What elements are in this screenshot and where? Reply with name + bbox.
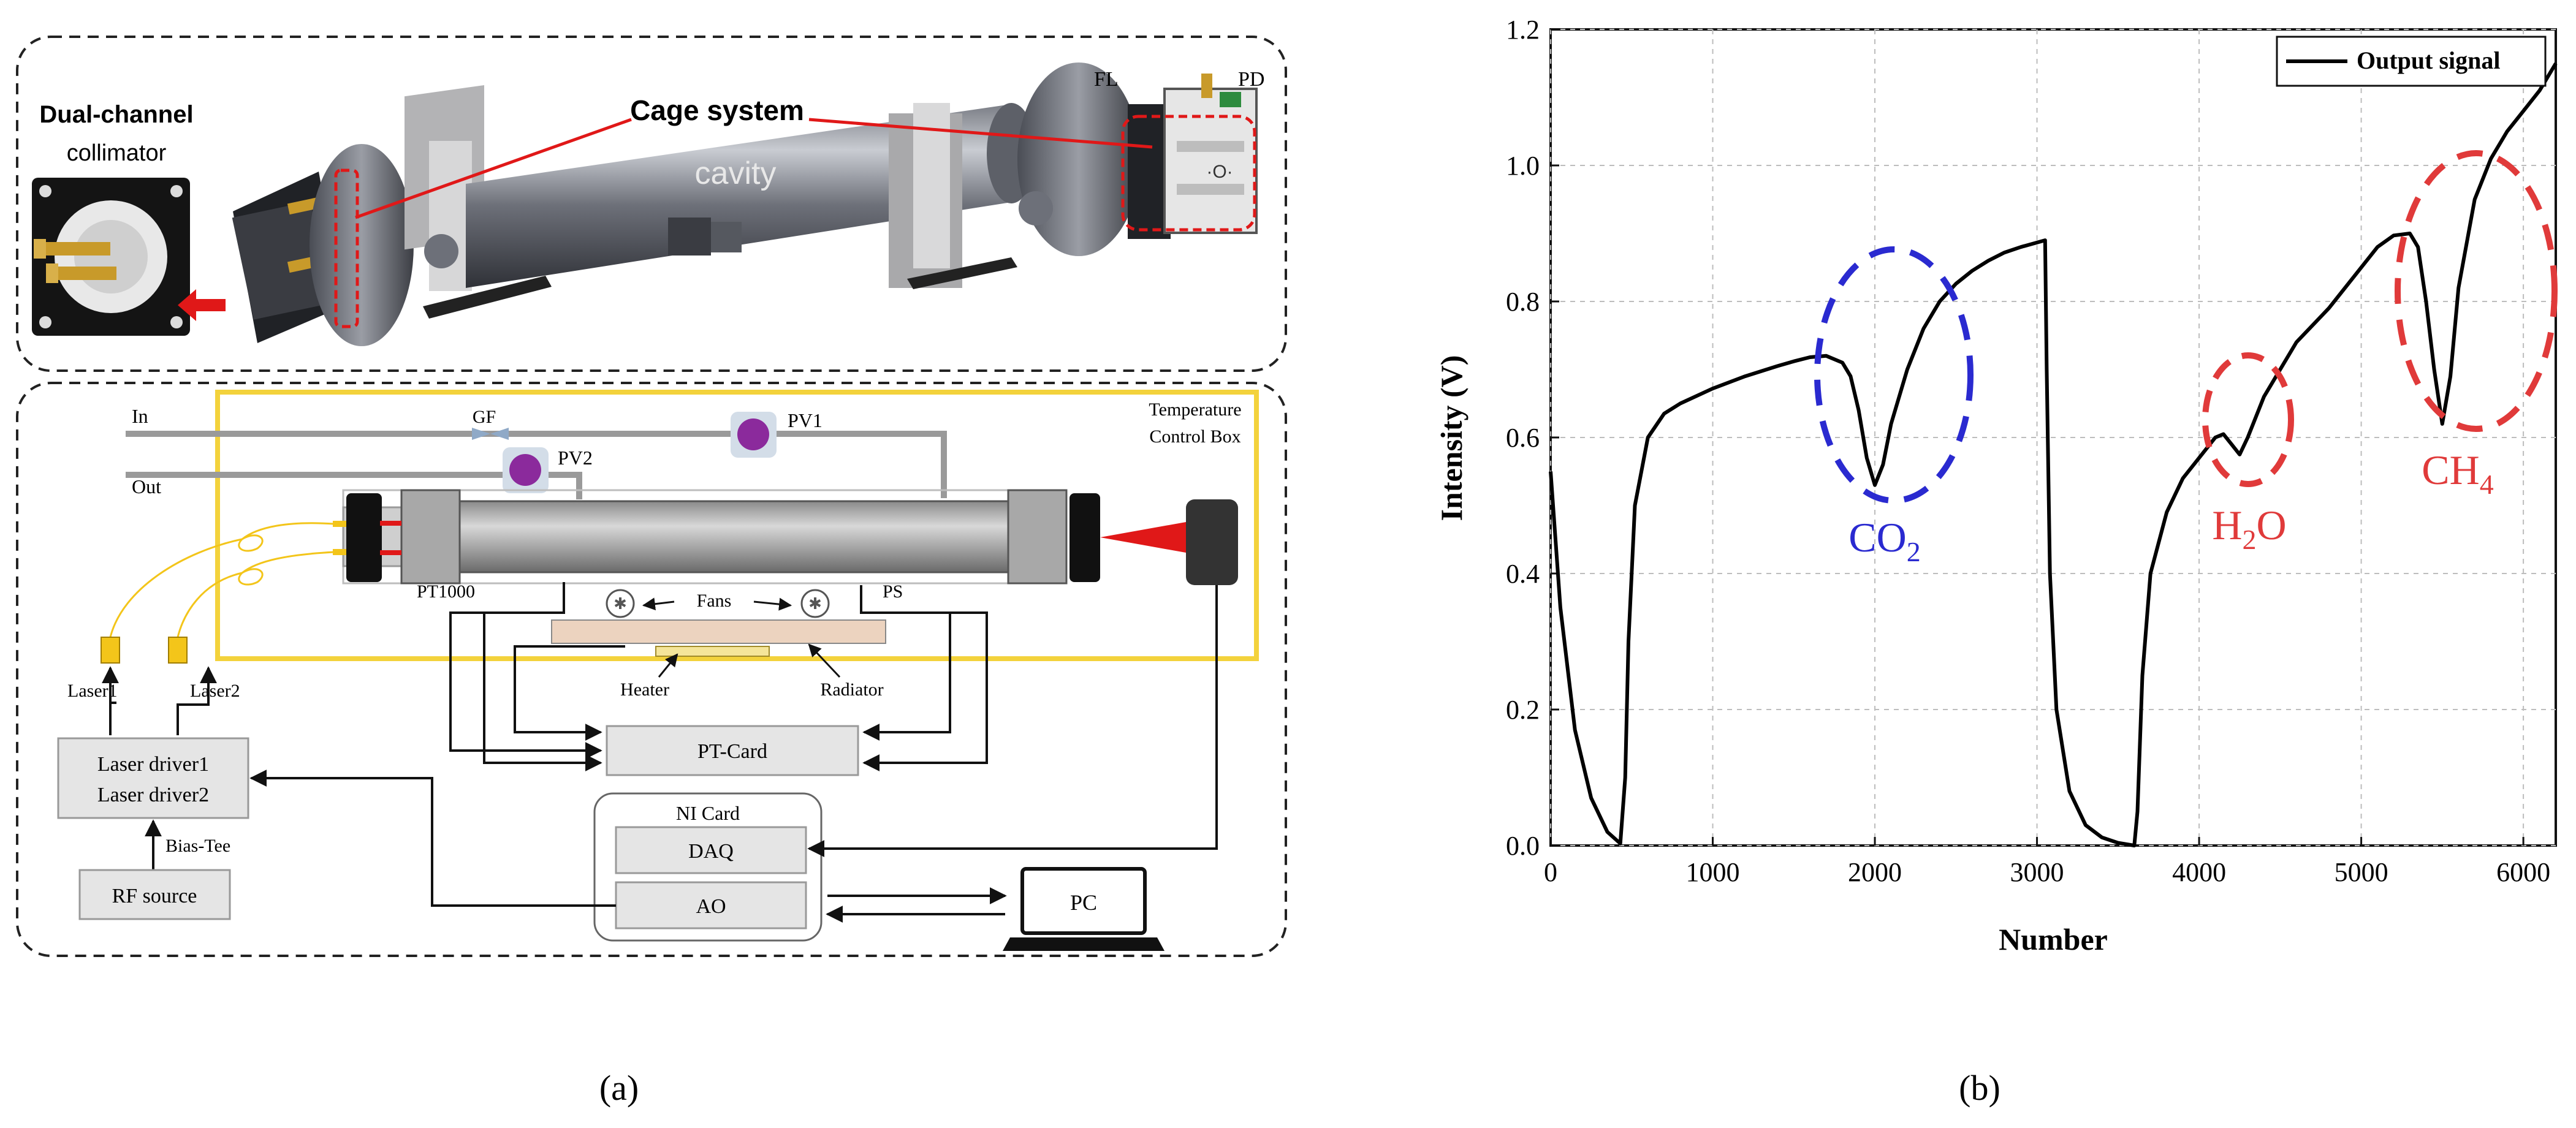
pv1-label: PV1 [788,409,823,431]
x-tick-label: 0 [1544,857,1557,887]
collimator-block [346,493,382,582]
y-tick-label: 0.4 [1506,559,1540,589]
svg-text:·O·: ·O· [1206,162,1233,182]
rf-source-label: RF source [112,885,197,907]
fan-right-icon [800,589,830,618]
ch4-annotation: CH4 [2422,447,2493,500]
collimator-label-line2: collimator [67,140,167,166]
y-tick-label: 0.6 [1506,423,1540,453]
pt-card-label: PT-Card [697,740,767,763]
x-tick-label: 4000 [2172,857,2226,887]
top-dashed-border [16,36,1287,372]
heater-strip [655,646,770,657]
x-tick-label: 2000 [1848,857,1902,887]
cavity-label: cavity [695,156,777,191]
laser-beam-icon [1100,522,1186,553]
pd-label: PD [1238,68,1264,91]
h2o-annotation: H2O [2212,502,2286,555]
cage-system-label: Cage system [630,94,804,126]
y-axis-label: Intensity (V) [1434,355,1468,521]
x-tick-label: 5000 [2335,857,2388,887]
in-pipe [126,431,947,437]
pt-card-box [606,725,859,776]
pc-icon [1003,867,1165,951]
fans-label: Fans [697,591,732,611]
cavity-cylinder [452,500,1019,573]
gas-filter-icon [472,428,509,440]
in-label: In [132,405,148,427]
laser-driver1-label: Laser driver1 [97,753,209,776]
pv2-label: PV2 [558,447,593,469]
laser-driver2-label: Laser driver2 [97,784,209,806]
laser2-device [168,637,188,664]
y-tick-label: 0.2 [1506,695,1540,725]
y-tick-label: 1.2 [1506,15,1540,45]
daq-label: DAQ [688,840,734,863]
ao-box [615,881,807,929]
panel-a-bottom: Temperature Control Box In Out GF PV1 PV… [16,382,1287,957]
radiator-plate [551,619,886,644]
out-pipe [126,472,582,478]
fiber-laser1 [109,538,243,638]
y-tick-label: 1.0 [1506,151,1540,181]
legend: Output signal [2276,36,2547,87]
legend-label: Output signal [2357,47,2501,74]
pc-label: PC [1070,890,1097,915]
out-label: Out [132,475,161,498]
cage-highlight-right [1121,115,1256,232]
axis-ticks: 0 1000 2000 3000 4000 5000 6000 0.0 0.2 0.4 0.6 0.8… [1506,15,2550,887]
laser-driver-box [57,737,249,819]
panel-a-top: Dual-channel collimator [16,36,1287,372]
co2-circle [1814,246,1974,504]
h2o-circle [2202,352,2294,487]
red-arrow-icon [178,289,226,321]
ni-card-label: NI Card [676,802,740,824]
chart-b: 0 1000 2000 3000 4000 5000 6000 0.0 0.2 0.4 0.6 0.8… [1434,15,2558,956]
caption-b: (b) [1959,1068,2000,1108]
x-tick-label: 3000 [2010,857,2064,887]
svg-text:✱: ✱ [808,595,822,613]
laser1-device [101,637,120,664]
cage-pointer-right [808,118,1153,149]
fl-label: FL [1094,68,1119,91]
svg-text:✱: ✱ [614,595,627,613]
ps-label: PS [883,581,903,602]
cavity-assembly: cavity ·O· [232,62,1258,346]
x-tick-label: 1000 [1686,857,1740,887]
ch4-circle [2395,150,2558,432]
daq-box [615,826,807,874]
temperature-control-box [215,390,1259,661]
y-tick-label: 0.0 [1506,831,1540,861]
fiber-laser2 [177,572,243,638]
bottom-dashed-border [16,382,1287,957]
gf-label: GF [473,407,496,427]
caption-a: (a) [599,1068,639,1108]
bias-tee-label: Bias-Tee [165,836,230,856]
laser2-label: Laser2 [190,681,240,701]
heater-label: Heater [620,679,669,700]
series-line-output-signal [1549,62,2558,847]
radiator-label: Radiator [820,679,883,700]
fan-left-icon [606,589,635,618]
co2-annotation: CO2 [1848,514,1920,567]
x-tick-label: 6000 [2496,857,2550,887]
temperature-box-label-2: Control Box [1149,426,1241,447]
y-tick-label: 0.8 [1506,287,1540,317]
cage-highlight-left [334,168,359,328]
rf-source-box [78,869,231,920]
photodetector [1186,499,1238,585]
pt1000-label: PT1000 [417,581,475,602]
ao-label: AO [696,895,726,918]
collimator-label-line1: Dual-channel [39,101,193,128]
cage-pointer-left [355,118,632,219]
x-axis-label: Number [1999,922,2108,956]
temperature-box-label-1: Temperature [1149,399,1241,420]
collimator-image [32,178,190,336]
